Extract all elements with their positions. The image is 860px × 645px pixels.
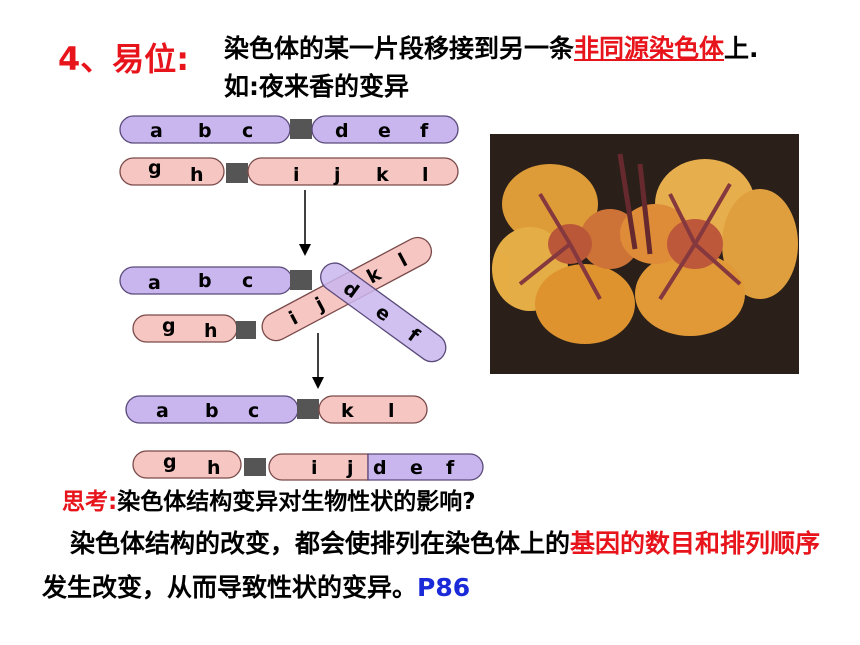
think-text: 染色体结构变异对生物性状的影响? bbox=[117, 489, 476, 515]
chromosome-arm bbox=[119, 157, 225, 186]
chromosome-arm bbox=[320, 262, 447, 363]
gene-label: c bbox=[242, 120, 253, 142]
gene-label: b bbox=[205, 400, 219, 422]
conclusion-highlight: 基因的数目和排列顺序 bbox=[570, 529, 821, 558]
chromosome-arm bbox=[247, 157, 459, 186]
gene-label: l bbox=[422, 164, 429, 186]
think-question: 思考:染色体结构变异对生物性状的影响? bbox=[62, 482, 476, 516]
stage2-chromosome-a: a b c bbox=[119, 266, 312, 295]
chromosome-arm bbox=[268, 453, 369, 481]
chromosome-arm bbox=[367, 453, 484, 481]
centromere bbox=[226, 163, 248, 183]
gene-label: k bbox=[341, 400, 354, 422]
gene-label: h bbox=[207, 457, 221, 479]
gene-label: b bbox=[198, 270, 212, 292]
cross-arm-def: d e f bbox=[320, 262, 447, 363]
centromere bbox=[297, 399, 319, 419]
chromosome-arm bbox=[132, 450, 242, 479]
gene-label: f bbox=[446, 457, 455, 479]
centromere bbox=[236, 321, 256, 339]
page-reference: P86 bbox=[417, 573, 471, 602]
definition-text-part1: 染色体的某一片段移接到另一条 bbox=[224, 34, 575, 63]
gene-label: g bbox=[148, 157, 162, 179]
centromere bbox=[290, 270, 312, 290]
think-label: 思考: bbox=[62, 489, 118, 515]
chromosome-arm bbox=[311, 115, 459, 144]
conclusion-part1: 染色体结构的改变，都会使排列在染色体上的 bbox=[70, 529, 571, 558]
gene-label: g bbox=[163, 451, 177, 473]
gene-label: c bbox=[248, 400, 259, 422]
gene-label: j bbox=[333, 164, 341, 186]
gene-label: d bbox=[373, 457, 387, 479]
section-number-title: 4、易位: bbox=[58, 40, 190, 78]
stage1-chromosome-a: a b c d e f bbox=[119, 115, 459, 144]
gene-label: a bbox=[148, 272, 161, 294]
gene-label: f bbox=[420, 120, 429, 142]
gene-label: h bbox=[190, 164, 204, 186]
gene-label: k bbox=[376, 164, 389, 186]
gene-label: e bbox=[410, 457, 423, 479]
gene-label: g bbox=[162, 315, 176, 337]
definition-text-part2: 上.如:夜来香的变异 bbox=[224, 34, 759, 101]
flower-photo bbox=[490, 134, 799, 374]
centromere bbox=[290, 119, 312, 139]
chromosome-arm bbox=[318, 395, 428, 424]
definition-highlight: 非同源染色体 bbox=[574, 34, 725, 63]
stage3-chromosome-a: a b c k l bbox=[125, 395, 428, 424]
gene-label: j bbox=[346, 457, 354, 479]
centromere bbox=[244, 458, 266, 476]
gene-label: i bbox=[293, 164, 300, 186]
gene-label: i bbox=[311, 457, 318, 479]
gene-label: e bbox=[378, 120, 391, 142]
gene-label: h bbox=[204, 320, 218, 342]
translocation-definition: 染色体的某一片段移接到另一条非同源染色体上.如:夜来香的变异 bbox=[224, 30, 784, 106]
stage3-chromosome-b: g h i j d e f bbox=[132, 450, 484, 481]
conclusion-paragraph: 染色体结构的改变，都会使排列在染色体上的基因的数目和排列顺序发生改变，从而导致性… bbox=[42, 522, 842, 610]
stage2-chromosome-b: g h bbox=[132, 314, 256, 343]
chromosome-arm bbox=[132, 314, 238, 343]
gene-label: l bbox=[388, 400, 395, 422]
translocation-diagram: a b c d e f g h i j k l a b c g h i j k … bbox=[119, 115, 484, 481]
gene-label: b bbox=[198, 120, 212, 142]
gene-label: d bbox=[335, 120, 349, 142]
gene-label: a bbox=[156, 400, 169, 422]
conclusion-part2: 发生改变，从而导致性状的变异。 bbox=[42, 573, 418, 602]
gene-label: a bbox=[150, 120, 163, 142]
evening-primrose-flower-icon bbox=[490, 134, 799, 374]
gene-label: c bbox=[242, 270, 253, 292]
stage1-chromosome-b: g h i j k l bbox=[119, 157, 459, 186]
